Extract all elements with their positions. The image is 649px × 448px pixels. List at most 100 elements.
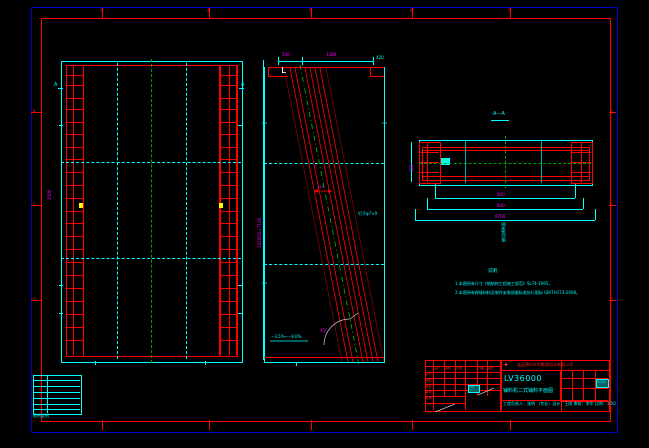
- tb-grid-vline: [465, 360, 466, 410]
- elev-detail-annotation: 钉子φ7×9: [358, 211, 378, 216]
- legend-caption: 图例说明: [33, 413, 49, 418]
- tb-revision-leader: [477, 380, 495, 396]
- tb-lower-leader: [434, 397, 456, 413]
- section-aa-dim-line-2: [427, 209, 583, 210]
- elev-bottom-tick: [296, 362, 297, 366]
- elev-slope-annotation: −3.5%~−8.0%: [271, 334, 302, 339]
- section-aa-gridline-v2: [541, 141, 542, 183]
- plan-rung-right: [219, 147, 236, 148]
- elev-vertical-dim-label: 14200/2=7100: [257, 217, 262, 248]
- plan-section-label-right: A: [241, 82, 245, 88]
- plan-edge-tick: [238, 313, 242, 314]
- plan-vertical-dim-label: 2500: [47, 189, 52, 200]
- elev-vertical-dim-line: [263, 60, 264, 360]
- drawing-inner-frame: [41, 18, 611, 422]
- elev-top-cap-line: [268, 67, 384, 68]
- grid-tick-top-4: [412, 8, 413, 18]
- grid-tick-left-3: [31, 300, 41, 301]
- plan-centerline-v1: [117, 63, 118, 359]
- tb-stamp-icon: ✦: [503, 361, 509, 369]
- plan-section-label-left: A: [54, 82, 58, 88]
- tb-grid-hline: [425, 378, 500, 379]
- grid-tick-bottom-4: [412, 420, 413, 430]
- tb-col-header-1: 审核: [445, 366, 452, 370]
- plan-rung-right: [219, 340, 236, 341]
- plan-rung-right: [219, 301, 236, 302]
- section-aa-left-dim-label: 190: [409, 164, 414, 172]
- section-aa-left-inner-label: 100: [441, 158, 447, 162]
- plan-rung-left: [66, 147, 83, 148]
- view-plan[interactable]: A A: [54, 55, 245, 367]
- tb-right-hline: [560, 388, 608, 389]
- grid-label-top-4: 6: [410, 8, 413, 13]
- grid-tick-bottom-5: [510, 420, 511, 430]
- grid-label-top-2: 4: [207, 8, 210, 13]
- view-elevation[interactable]: 540 1380 420: [262, 45, 392, 366]
- elev-dim-tick: [278, 57, 279, 65]
- grid-label-left-1: B: [33, 109, 36, 114]
- title-block[interactable]: 设计 审核 批准 日期 图号 设计 制图 校核 审查 批准 03 ✦ 连云港市水…: [425, 360, 616, 420]
- elev-dim-tick: [373, 57, 374, 65]
- tb-revision-value: 03: [469, 385, 474, 389]
- elev-top-detail-mark: [282, 67, 283, 73]
- tb-scale-badge[interactable]: [596, 379, 609, 388]
- tb-col-header-2: 批准: [456, 366, 463, 370]
- elev-dim-label-3: 420: [376, 55, 384, 60]
- tb-row-label-1: 制图: [425, 378, 432, 382]
- plan-section-tick-right: [239, 88, 244, 89]
- legend-row-divider: [33, 392, 80, 393]
- plan-centerline-v2: [186, 63, 187, 359]
- plan-rung-right: [219, 122, 236, 123]
- tb-row-label-2: 校核: [425, 384, 432, 388]
- view-section-aa[interactable]: A—A 100: [405, 110, 600, 245]
- plan-rung-right: [219, 109, 236, 110]
- section-aa-dim-line-1: [435, 198, 575, 199]
- grid-tick-bottom-3: [311, 420, 312, 430]
- plan-rung-right: [219, 236, 236, 237]
- tb-col-header-0: 设计: [434, 366, 441, 370]
- tb-col-header-3: 日期: [478, 366, 485, 370]
- elev-inclined-members: [262, 64, 387, 366]
- section-aa-right-detail-4: [581, 142, 582, 182]
- section-aa-dim-ext-left-2: [427, 198, 428, 209]
- tb-right-vline: [595, 370, 596, 400]
- tb-right-hline: [560, 378, 608, 379]
- section-aa-dim-label-1: 600: [497, 192, 505, 197]
- legend-table[interactable]: 图例说明: [33, 375, 82, 420]
- tb-revision-badge[interactable]: [468, 385, 480, 393]
- drawing-outer-border: [31, 7, 618, 433]
- tb-row-label-4: 批准: [425, 396, 432, 400]
- section-aa-left-detail-2: [419, 162, 439, 163]
- title-block-center-panel: [500, 360, 562, 412]
- grid-tick-top-5: [510, 8, 511, 18]
- plan-left-rail-outer: [66, 65, 67, 355]
- grid-tick-top-2: [209, 8, 210, 18]
- notes-title: 说明：: [488, 269, 502, 274]
- notes-block[interactable]: 说明： 1.本图所有尺寸《钢结构工程施工规范》SL74-1995。 2.本图所有…: [455, 269, 635, 306]
- tb-right-vline: [583, 370, 584, 400]
- tb-drawing-no: LV36000: [504, 374, 542, 383]
- grid-label-left-2: C: [33, 202, 36, 207]
- plan-rung-left: [66, 340, 83, 341]
- grid-tick-right-1: [609, 112, 616, 113]
- plan-rung-left: [66, 134, 83, 135]
- tb-grid-hline: [425, 372, 500, 373]
- legend-col-divider: [47, 375, 48, 413]
- plan-rung-left: [66, 223, 83, 224]
- elev-left-boundary: [264, 67, 265, 363]
- grid-tick-left-1: [31, 112, 41, 113]
- elev-top-cap-step-left: [268, 67, 269, 77]
- plan-rung-left: [66, 288, 83, 289]
- tb-grid-vline: [444, 360, 445, 396]
- grid-tick-right-2: [609, 205, 616, 206]
- elev-dim-label-2: 1380: [326, 52, 337, 57]
- plan-left-rail-mid: [73, 65, 74, 355]
- plan-centerline-h2: [61, 258, 241, 259]
- plan-rung-right: [219, 98, 236, 99]
- plan-edge-tick: [59, 285, 63, 286]
- tb-col-header-4: 图号: [488, 366, 495, 370]
- plan-rung-right: [219, 211, 236, 212]
- elev-angle-mark: 45°: [320, 328, 328, 333]
- grid-label-top-1: 3: [100, 8, 103, 13]
